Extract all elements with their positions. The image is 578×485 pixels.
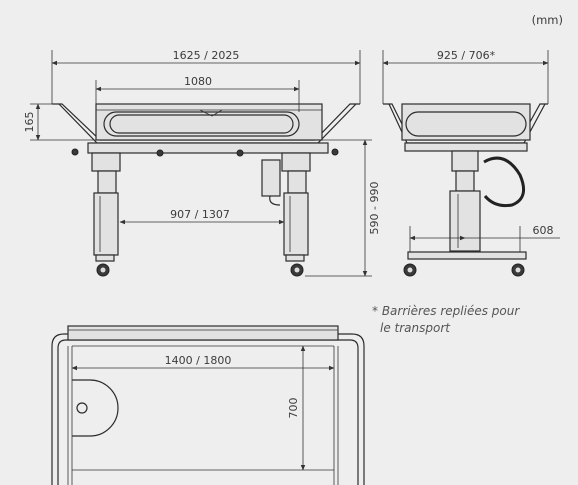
drain-hole bbox=[76, 402, 88, 414]
end-view: 925 / 706* 608 bbox=[382, 49, 560, 277]
inner-width-label: 700 bbox=[287, 398, 300, 419]
head-cutout bbox=[72, 379, 119, 437]
rail-height-label: 165 bbox=[23, 112, 36, 133]
base-half-label: 608 bbox=[533, 224, 554, 237]
side-tray bbox=[52, 103, 360, 157]
top-dimensions bbox=[71, 345, 335, 471]
end-tray bbox=[383, 103, 548, 152]
units-label: (mm) bbox=[531, 13, 563, 27]
footnote-line-2: le transport bbox=[380, 321, 450, 335]
handle-length-label: 1080 bbox=[184, 75, 212, 88]
end-width-label: 925 / 706* bbox=[437, 49, 496, 62]
end-column bbox=[403, 150, 527, 277]
side-view: 1625 / 2025 1080 165 907 / 1307 590 - 99… bbox=[23, 49, 381, 277]
side-right-leg bbox=[261, 152, 311, 277]
top-view: 1400 / 1800 700 bbox=[51, 325, 365, 485]
side-dimensions bbox=[30, 50, 372, 277]
end-dimensions bbox=[382, 50, 560, 252]
transport-footnote: * Barrières repliées pour le transport bbox=[372, 303, 519, 337]
overall-length-label: 1625 / 2025 bbox=[173, 49, 240, 62]
inner-length-label: 1400 / 1800 bbox=[165, 354, 232, 367]
footnote-line-1: * Barrières repliées pour bbox=[372, 304, 520, 318]
side-left-leg bbox=[91, 152, 121, 277]
height-range-label: 590 - 990 bbox=[368, 182, 381, 235]
leg-spacing-label: 907 / 1307 bbox=[170, 208, 230, 221]
